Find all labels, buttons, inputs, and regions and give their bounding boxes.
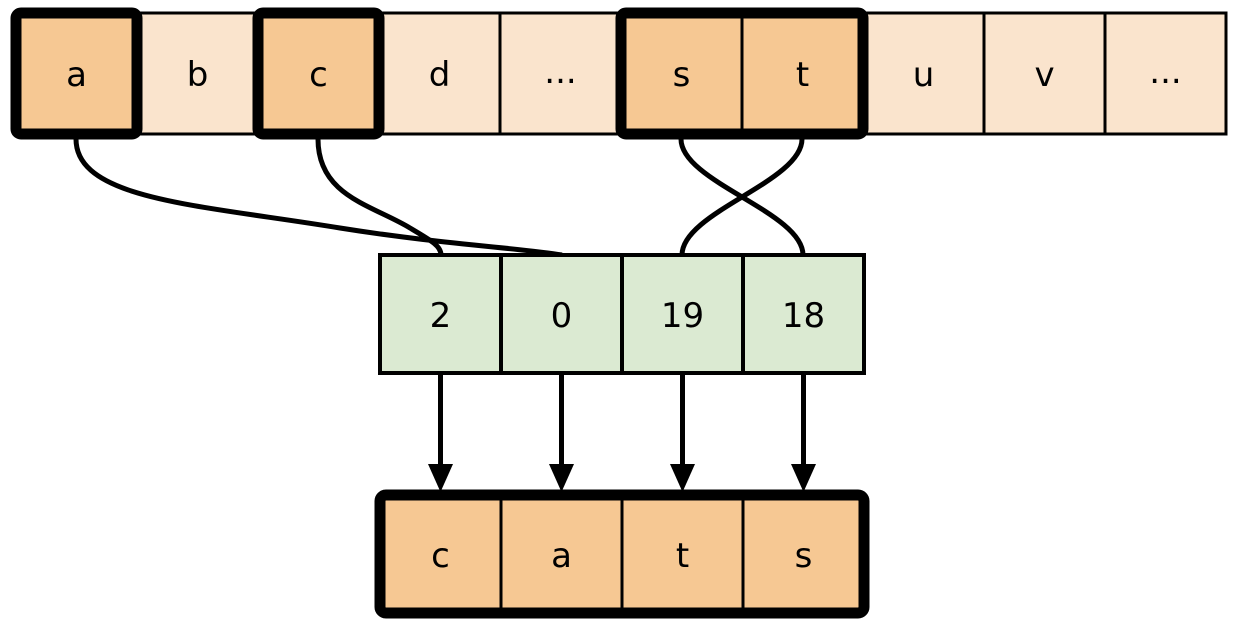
alphabet-cell-ellipsis-left-label: ... [544,52,576,92]
index-cell-0-label: 2 [430,296,452,336]
alphabet-cell-c-label: c [309,55,328,95]
index-row: 2 0 19 18 [378,253,866,375]
highlight-frame-st [615,7,869,140]
highlight-frame-result [374,489,870,619]
alphabet-cell-v[interactable] [982,11,1107,136]
highlight-frame-c [252,7,385,140]
alphabet-cell-a-label: a [66,55,87,95]
connector-a-to-0 [73,138,563,258]
alphabet-cell-ellipsis-right-label: ... [1149,52,1181,92]
alphabet-cell-b[interactable] [135,11,260,136]
alphabet-cell-d-label: d [429,55,451,95]
result-cell-0-label: c [431,536,450,576]
connector-t-to-19 [679,138,805,256]
index-cell-3-label: 18 [782,296,825,336]
arrow-head-2 [670,464,695,492]
result-cell-2-label: t [676,536,689,576]
alphabet-cell-ellipsis-left[interactable] [498,11,623,136]
connector-c-to-2 [315,138,444,256]
highlight-frame-a [10,7,143,140]
result-row: c a t s [374,489,870,619]
alphabet-cell-t-label: t [796,55,809,95]
result-cell-1-label: a [551,536,572,576]
index-to-result-arrows [428,373,816,492]
arrow-head-1 [549,464,574,492]
index-cell-1[interactable] [499,253,624,375]
alphabet-row: a b c d ... s t u v ... [10,7,1228,140]
result-cell-3-label: s [795,536,813,576]
index-cell-2-label: 19 [661,296,704,336]
alphabet-cell-b-label: b [187,55,209,95]
arrow-head-3 [791,464,816,492]
alphabet-cell-ellipsis-right[interactable] [1103,11,1228,136]
alphabet-cell-v-label: v [1034,55,1054,95]
index-cell-3[interactable] [741,253,866,375]
arrow-head-0 [428,464,453,492]
alphabet-cell-u-label: u [913,55,935,95]
index-cell-2[interactable] [620,253,745,375]
connector-curves [73,138,806,258]
index-cell-1-label: 0 [551,296,573,336]
alphabet-cell-s-label: s [673,55,691,95]
